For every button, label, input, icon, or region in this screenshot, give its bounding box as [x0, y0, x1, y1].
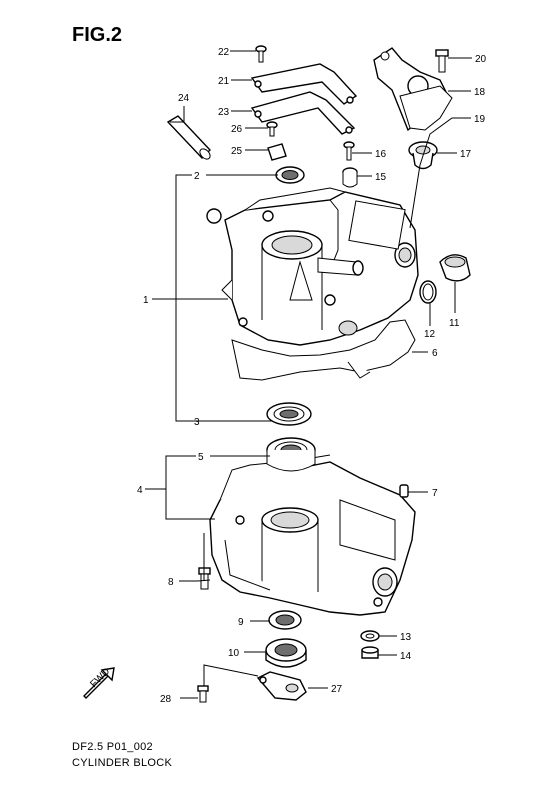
oil-seal-part-9: [268, 610, 302, 630]
callout-21: 21: [218, 76, 230, 87]
cover-plate-part-27: [256, 671, 307, 701]
collar-part-15: [342, 167, 358, 188]
gasket-part-6: [231, 319, 416, 381]
screw-part-16: [343, 141, 355, 161]
cylinder-block-upper: [206, 187, 419, 346]
seal-housing-part-10: [265, 638, 307, 668]
callout-labels: 1 2 3 4 5 6 7 8 9 10 11 12 13 14 15 16 1…: [137, 47, 487, 705]
hose-part-24: [166, 115, 211, 160]
bolt-part-28: [197, 685, 209, 703]
oil-seal-part-2: [275, 166, 305, 184]
callout-15: 15: [375, 172, 387, 183]
callout-12: 12: [424, 329, 436, 340]
callout-8: 8: [168, 577, 174, 588]
callout-13: 13: [400, 632, 412, 643]
callout-18: 18: [474, 87, 486, 98]
bearing-part-3: [266, 402, 312, 426]
callout-2: 2: [194, 171, 200, 182]
figure-name: CYLINDER BLOCK: [72, 757, 173, 769]
callout-20: 20: [475, 54, 487, 65]
leader-lines: [145, 50, 472, 699]
callout-25: 25: [231, 146, 243, 157]
callout-4: 4: [137, 485, 143, 496]
bearing-part-5: [266, 437, 316, 472]
callout-22: 22: [218, 47, 230, 58]
callout-10: 10: [228, 648, 240, 659]
callout-17: 17: [460, 149, 472, 160]
figure-title: FIG.2: [72, 24, 123, 46]
callout-24: 24: [178, 93, 190, 104]
crankcase-lower: [209, 454, 416, 616]
figure-code: DF2.5 P01_002: [72, 741, 153, 753]
callout-26: 26: [231, 124, 243, 135]
callout-3: 3: [194, 417, 200, 428]
callout-14: 14: [400, 651, 412, 662]
callout-11: 11: [449, 318, 460, 329]
cap-part-11: [439, 254, 471, 282]
callout-23: 23: [218, 107, 230, 118]
plug-part-14: [361, 646, 379, 659]
callout-1: 1: [143, 295, 149, 306]
dowel-pin-part-7: [399, 484, 409, 498]
callout-19: 19: [474, 114, 486, 125]
bolt-part-20: [435, 49, 449, 73]
thermostat-part-17: [408, 141, 438, 170]
clip-part-25: [267, 143, 287, 161]
callout-27: 27: [331, 684, 343, 695]
callout-7: 7: [432, 488, 438, 499]
fwd-arrow-icon: FWD: [83, 666, 115, 699]
washer-part-13: [360, 630, 380, 642]
callout-6: 6: [432, 348, 438, 359]
callout-16: 16: [375, 149, 387, 160]
callout-28: 28: [160, 694, 172, 705]
gasket-part-19: [399, 85, 453, 131]
callout-5: 5: [198, 452, 204, 463]
screw-part-26: [266, 121, 278, 137]
callout-9: 9: [238, 617, 244, 628]
screw-part-22: [255, 45, 267, 63]
